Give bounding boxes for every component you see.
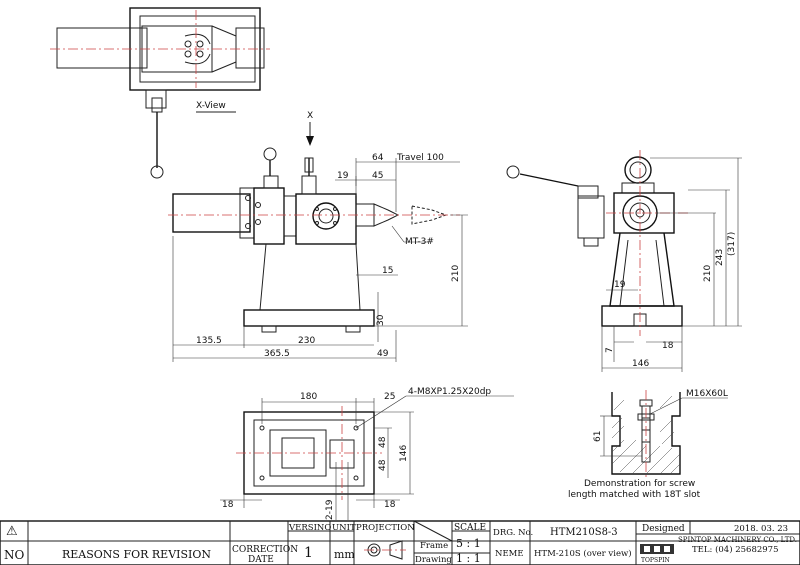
side-dim-19: 19 xyxy=(614,280,626,290)
logo-text: TOPSPIN xyxy=(641,557,670,564)
side-dim-18: 18 xyxy=(662,341,674,351)
dim-19: 19 xyxy=(337,171,349,181)
no-label: NO xyxy=(4,548,25,562)
dim-135-5: 135.5 xyxy=(196,336,222,346)
designed-header: Designed xyxy=(642,524,685,534)
version-value: 1 xyxy=(304,545,313,561)
drg-no-value: HTM210S8-3 xyxy=(550,527,618,538)
reasons-label: REASONS FOR REVISION xyxy=(62,548,211,561)
drawing-header: Drawing xyxy=(415,555,452,565)
projection-header: PROJECTION xyxy=(356,523,415,533)
side-dim-7: 7 xyxy=(605,347,615,353)
company-logo: TOPSPIN xyxy=(640,544,674,564)
demo-line-1: Demonstration for screw xyxy=(584,479,695,489)
screw-label: M16X60L xyxy=(686,389,728,399)
warning-symbol: ⚠ xyxy=(6,524,18,539)
frame-header: Frame xyxy=(420,541,448,551)
scale-drawing: 1 : 1 xyxy=(456,552,481,565)
dim-45: 45 xyxy=(372,171,383,181)
dim-mt: MT-3# xyxy=(405,237,434,247)
designed-date: 2018. 03. 23 xyxy=(734,524,788,534)
screw-detail: M16X60L 61 Demonstration for screw lengt… xyxy=(568,389,728,500)
unit-value: mm xyxy=(334,548,355,561)
correction-label: CORRECTION xyxy=(232,545,298,555)
dim-travel: Travel 100 xyxy=(396,153,444,163)
base-view xyxy=(236,406,382,500)
scale-frame: 5 : 1 xyxy=(456,537,481,550)
screw-dim-61: 61 xyxy=(593,431,603,442)
dim-230: 230 xyxy=(298,336,315,346)
x-arrow-label: X xyxy=(307,111,313,121)
company-name: SPINTOP MACHINERY CO., LTD. xyxy=(678,536,797,544)
side-dim-243: 243 xyxy=(715,249,725,266)
base-dim-18-right: 18 xyxy=(384,500,396,510)
x-view: X-View xyxy=(50,7,270,179)
front-view xyxy=(168,147,460,333)
side-dim-210: 210 xyxy=(703,265,713,282)
side-dim-146: 146 xyxy=(632,359,649,369)
front-view-dimensions: 64 Travel 100 19 45 MT-3# 15 210 30 135.… xyxy=(172,153,468,362)
unit-header: UNIT xyxy=(332,523,356,533)
name-value: HTM-210S (over view) xyxy=(534,548,632,559)
dim-15: 15 xyxy=(382,266,393,276)
date-label: DATE xyxy=(248,555,274,565)
side-view-dimensions: 210 243 (317) 19 7 18 146 xyxy=(601,157,742,372)
drg-no-header: DRG. No. xyxy=(493,528,533,538)
base-dim-48a: 48 xyxy=(378,436,388,448)
base-dim-18-left: 18 xyxy=(222,500,234,510)
dim-365-5: 365.5 xyxy=(264,349,290,359)
frame-symbol-icon xyxy=(413,520,453,542)
base-dim-thread: 4-M8XP1.25X20dp xyxy=(408,387,491,397)
company-tel: TEL: (04) 25682975 xyxy=(692,544,779,555)
base-dim-48b: 48 xyxy=(378,459,388,471)
dim-64: 64 xyxy=(372,153,384,163)
version-header: VERSINO xyxy=(288,523,331,533)
dim-49: 49 xyxy=(377,349,389,359)
dim-30: 30 xyxy=(376,314,386,326)
demo-line-2: length matched with 18T slot xyxy=(568,490,701,500)
base-view-dimensions: 180 25 4-M8XP1.25X20dp 48 48 146 18 18 2… xyxy=(220,387,514,520)
name-header: NEME xyxy=(495,549,524,559)
scale-header: SCALE xyxy=(454,523,486,533)
side-view xyxy=(506,150,690,336)
base-dim-146: 146 xyxy=(399,445,409,462)
base-dim-25: 25 xyxy=(384,392,395,402)
side-dim-317: (317) xyxy=(727,232,737,256)
base-dim-180: 180 xyxy=(300,392,317,402)
x-view-label: X-View xyxy=(196,101,226,111)
base-dim-2-19: 2-19 xyxy=(325,499,335,520)
dim-210: 210 xyxy=(451,265,461,282)
title-block: ⚠ NO REASONS FOR REVISION CORRECTION DAT… xyxy=(0,520,800,565)
projection-symbol-icon xyxy=(364,540,406,560)
x-view-arrow: X xyxy=(306,111,314,146)
